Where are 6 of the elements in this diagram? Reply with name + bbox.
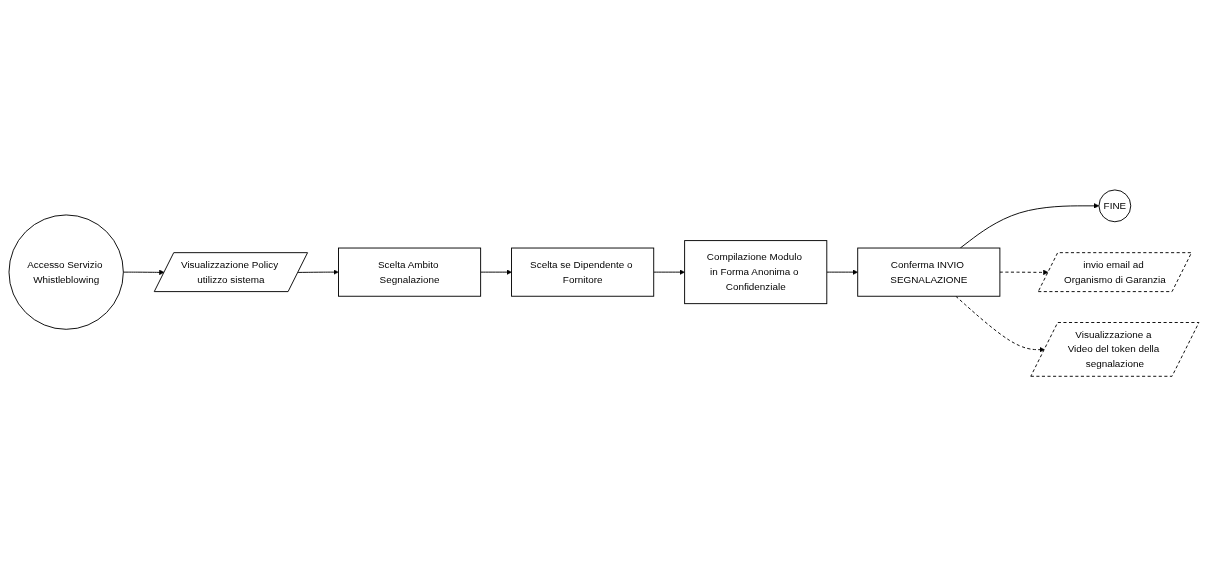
node-circle: Accesso Servizio Whistleblowing bbox=[8, 214, 124, 330]
node-box: Scelta Ambito Segnalazione bbox=[338, 247, 482, 297]
node-box: Compilazione Modulo in Forma Anonima o Confidenziale bbox=[684, 240, 828, 304]
node-circle: FINE bbox=[1098, 189, 1132, 223]
node-box: Conferma INVIO SEGNALAZIONE bbox=[857, 247, 1001, 297]
node-box: Scelta se Dipendente o Fornitore bbox=[511, 247, 655, 297]
